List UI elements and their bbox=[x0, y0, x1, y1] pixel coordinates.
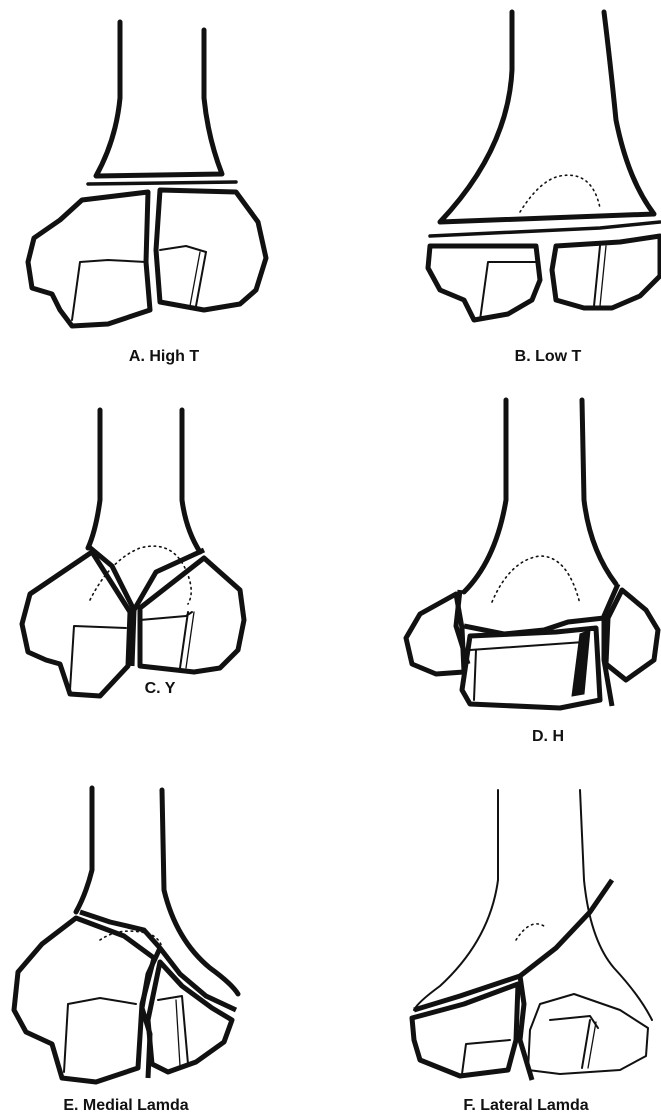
panel-e-medial-lamda-drawing bbox=[14, 788, 238, 1082]
panel-d-h-drawing bbox=[406, 400, 658, 708]
panel-f-lateral-lamda-drawing bbox=[412, 790, 652, 1080]
panel-c-label: C. Y bbox=[145, 680, 176, 698]
panel-b-label: B. Low T bbox=[515, 348, 582, 366]
panel-b-low-t-drawing bbox=[428, 12, 660, 320]
panel-a-high-t-drawing bbox=[28, 22, 266, 326]
panel-f-label: F. Lateral Lamda bbox=[463, 1097, 588, 1115]
panel-d-label: D. H bbox=[532, 728, 564, 746]
panel-a-label: A. High T bbox=[129, 348, 199, 366]
panel-c-y-drawing bbox=[22, 410, 244, 696]
panel-e-label: E. Medial Lamda bbox=[63, 1097, 188, 1115]
